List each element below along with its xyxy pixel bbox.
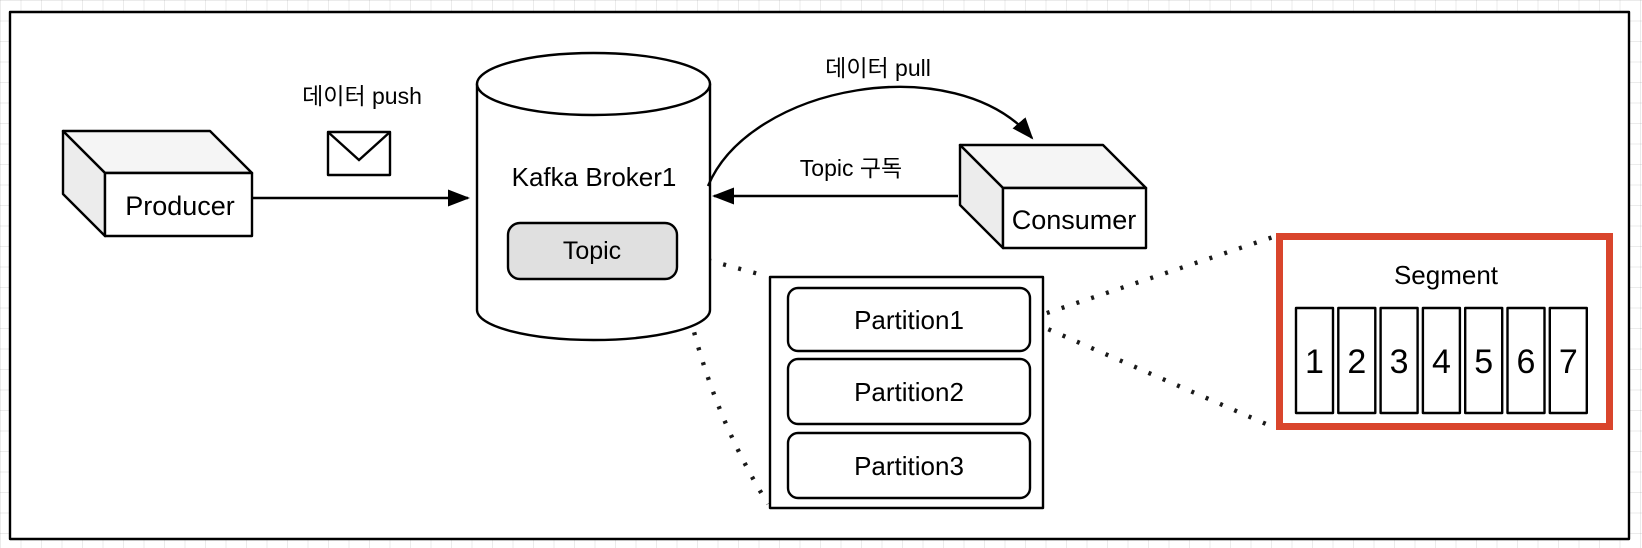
partition-segment-connector-top[interactable] [1031, 234, 1274, 321]
partition-row[interactable]: Partition2 [786, 357, 1032, 426]
pull-label: 데이터 pull [825, 55, 931, 81]
partition3-label: Partition3 [854, 451, 964, 481]
producer-cube-front [103, 171, 254, 238]
segment-cell-box [1294, 306, 1335, 415]
broker-node[interactable]: Kafka Broker1 Topic [475, 51, 712, 342]
producer-node[interactable]: Producer [61, 129, 254, 238]
consumer-label: Consumer [1012, 205, 1137, 235]
push-label: 데이터 push [302, 83, 422, 109]
partition2-label: Partition2 [854, 377, 964, 407]
topic-label: Topic [563, 237, 621, 265]
segment-cell: 1 [1294, 306, 1335, 415]
segment-cell: 6 [1506, 306, 1546, 415]
segment-cell: 4 [1421, 306, 1462, 415]
segment-node[interactable]: Segment 1 2 3 4 5 6 [1276, 233, 1613, 430]
segment-cell-box [1506, 306, 1546, 415]
envelope-body [326, 130, 392, 177]
segment-cell-box [1548, 306, 1589, 415]
broker-cylinder-top [475, 51, 712, 117]
topic-box[interactable] [506, 221, 679, 281]
segment-cell-box [1463, 306, 1504, 415]
segment-cell-label: 6 [1517, 343, 1536, 381]
segment-cell-label: 2 [1347, 343, 1366, 381]
segment-cell-label: 7 [1559, 343, 1578, 381]
envelope-icon[interactable] [326, 130, 392, 177]
partition1-label: Partition1 [854, 305, 964, 335]
segment-title: Segment [1394, 260, 1499, 290]
segment-cell-box [1379, 306, 1419, 415]
segment-cell-label: 5 [1474, 343, 1493, 381]
envelope-flap [327, 131, 391, 162]
segment-cell-box [1337, 306, 1377, 415]
pull-arrow[interactable] [706, 85, 1034, 187]
partition1-box [786, 286, 1032, 353]
partition3-box [786, 431, 1032, 500]
partition-row[interactable]: Partition1 [786, 286, 1032, 353]
segment-cell-box [1421, 306, 1462, 415]
segment-cell: 7 [1548, 306, 1589, 415]
segment-cell-label: 4 [1432, 343, 1451, 381]
partition2-box [786, 357, 1032, 426]
segment-cell-label: 1 [1305, 343, 1324, 381]
segment-cell: 2 [1337, 306, 1377, 415]
consumer-node[interactable]: Consumer [958, 143, 1148, 250]
broker-cylinder-body [475, 82, 712, 342]
segment-cell: 3 [1379, 306, 1419, 415]
broker-label: Kafka Broker1 [512, 162, 677, 192]
partition-row[interactable]: Partition3 [786, 431, 1032, 500]
segment-cell: 5 [1463, 306, 1504, 415]
subscribe-label: Topic 구독 [800, 155, 902, 181]
partition-container[interactable]: Partition1 Partition2 Partition3 [768, 275, 1045, 510]
segment-cell-label: 3 [1390, 343, 1409, 381]
producer-label: Producer [125, 191, 235, 221]
consumer-cube-front [1001, 186, 1148, 250]
